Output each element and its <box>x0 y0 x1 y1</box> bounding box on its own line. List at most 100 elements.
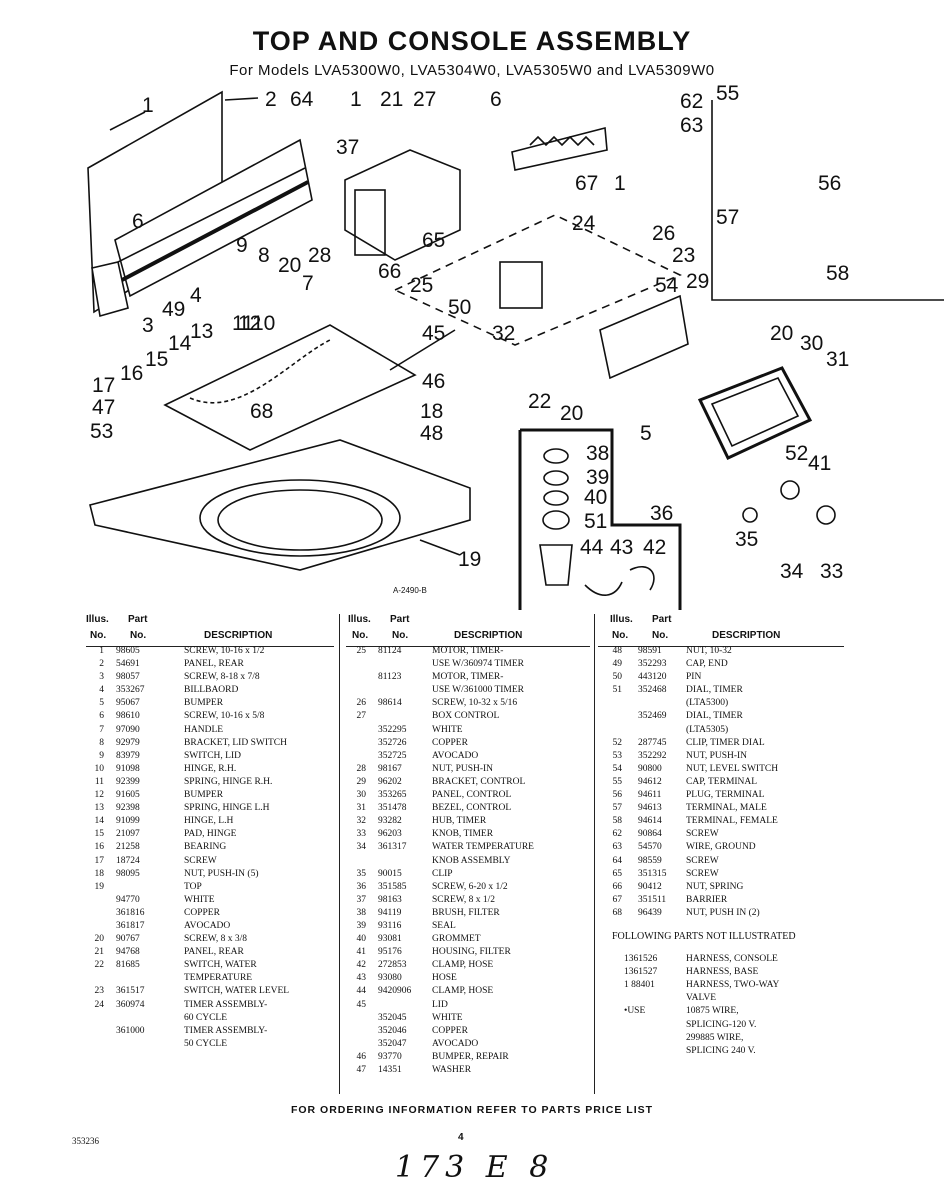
description: NUT, PUSH-IN (5) <box>184 868 259 879</box>
description: TERMINAL, FEMALE <box>686 816 778 827</box>
illus-number: 53 <box>612 750 623 761</box>
illus-number: 40 <box>356 934 367 945</box>
description: BUMPER, REPAIR <box>432 1051 509 1062</box>
description: NUT, 10-32 <box>686 646 732 656</box>
part-number: 351511 <box>638 894 667 905</box>
header-part: Part <box>128 614 148 625</box>
description: SEAL <box>432 920 456 931</box>
part-number: 9420906 <box>378 986 412 997</box>
illus-number: 18 <box>94 868 105 879</box>
callout-number: 17 <box>92 374 115 397</box>
callout-number: 10 <box>252 312 275 335</box>
part-number: 95176 <box>378 947 402 958</box>
callout-number: 28 <box>308 244 331 267</box>
illus-number: 57 <box>612 803 623 814</box>
description: PAD, HINGE <box>184 829 237 840</box>
description: HANDLE <box>184 724 224 735</box>
part-number: 81124 <box>378 646 402 656</box>
callout-number: 58 <box>826 262 849 285</box>
part-number: 96202 <box>378 776 402 787</box>
illus-number: 35 <box>356 868 367 879</box>
header-no: No. <box>352 630 369 641</box>
illus-number: 6 <box>99 711 104 722</box>
callout-number: 63 <box>680 114 703 137</box>
callout-number: 49 <box>162 298 185 321</box>
illus-number: 47 <box>356 1065 367 1075</box>
part-number: 94768 <box>116 947 140 958</box>
description: COPPER <box>432 737 468 748</box>
header-illus: Illus. <box>348 614 371 625</box>
table-row: (LTA5300) <box>600 698 844 711</box>
table-row: SPLICING-120 V. <box>600 1020 844 1033</box>
illus-number: 16 <box>94 842 105 853</box>
description: SWITCH, WATER <box>184 960 257 971</box>
illus-number: 9 <box>99 750 104 761</box>
description: COPPER <box>184 907 220 918</box>
part-number: 98614 <box>378 698 402 709</box>
part-number: 352295 <box>378 724 407 735</box>
description: DIAL, TIMER <box>686 685 743 696</box>
description: 50 CYCLE <box>184 1038 228 1049</box>
description: GROMMET <box>432 934 481 945</box>
description: PANEL, REAR <box>184 659 244 670</box>
callout-number: 9 <box>236 234 248 257</box>
header-part: Part <box>390 614 410 625</box>
part-number: 94613 <box>638 803 662 814</box>
callout-number: 11 <box>232 312 254 335</box>
part-number: 352725 <box>378 750 407 761</box>
description: (LTA5305) <box>686 724 729 735</box>
part-number: 92399 <box>116 776 140 787</box>
table-header: Illus. Part No. No. DESCRIPTION <box>348 614 588 646</box>
part-number: 92398 <box>116 803 140 814</box>
illus-number: 32 <box>356 816 367 827</box>
part-number: 81123 <box>378 672 402 683</box>
illus-number: 21 <box>94 947 105 958</box>
ordering-info-footer: FOR ORDERING INFORMATION REFER TO PARTS … <box>290 1104 654 1116</box>
description: HARNESS, BASE <box>686 967 759 978</box>
callout-number: 14 <box>168 332 192 355</box>
part-number: 54570 <box>638 842 662 853</box>
illus-number: 5 <box>99 698 104 709</box>
callout-number: 44 <box>580 536 604 559</box>
description: SCREW, 8 x 3/8 <box>184 934 247 945</box>
part-number: 98605 <box>116 646 140 656</box>
illus-number: 24 <box>94 999 105 1010</box>
description: SPLICING-120 V. <box>686 1019 757 1030</box>
header-description: DESCRIPTION <box>454 630 523 641</box>
part-number: 1 88401 <box>624 980 655 991</box>
illus-number: 67 <box>612 894 623 905</box>
callout-number: 50 <box>448 296 471 319</box>
description: SCREW, 8 x 1/2 <box>432 894 495 905</box>
table-row: VALVE <box>600 993 844 1006</box>
description: 60 CYCLE <box>184 1012 228 1023</box>
part-number: 97090 <box>116 724 140 735</box>
part-number: 351315 <box>638 868 667 879</box>
callout-number: 20 <box>770 322 793 345</box>
callout-number: 53 <box>90 420 113 443</box>
description: (LTA5300) <box>686 698 729 709</box>
callout-number: 1 <box>614 172 626 195</box>
part-number: 96439 <box>638 907 662 918</box>
part-number: 18724 <box>116 855 140 866</box>
part-number: 91099 <box>116 816 140 827</box>
part-number: 353265 <box>378 790 407 801</box>
description: CAP, TERMINAL <box>686 776 758 787</box>
description: BILLBAORD <box>184 685 239 696</box>
